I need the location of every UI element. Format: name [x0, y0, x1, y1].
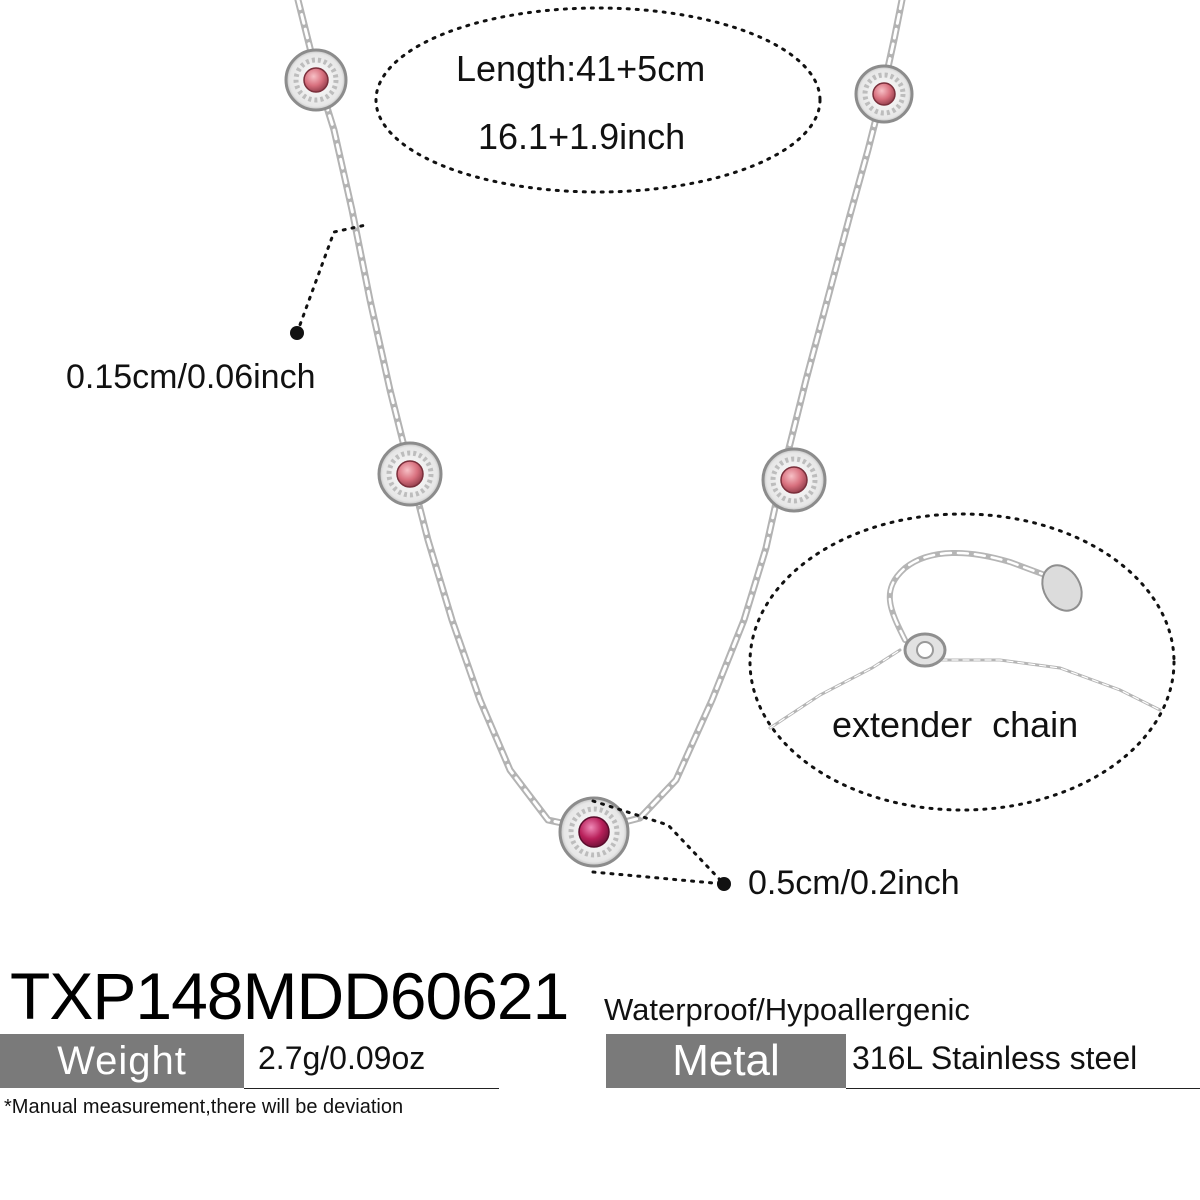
size-leader-dot — [717, 877, 731, 891]
thickness-leader-line — [295, 223, 368, 335]
charm — [284, 48, 348, 112]
metal-label: Metal — [606, 1034, 846, 1088]
charm-size-label: 0.5cm/0.2inch — [748, 864, 960, 902]
charm-center — [558, 796, 630, 868]
size-leader-line-top — [591, 799, 726, 886]
weight-value: 2.7g/0.09oz — [258, 1040, 426, 1076]
measurement-note: *Manual measurement,there will be deviat… — [4, 1096, 404, 1118]
product-sku: TXP148MDD60621 — [10, 959, 569, 1033]
extender-chain-detail — [768, 549, 1162, 730]
extender-callout-ellipse — [748, 512, 1176, 812]
charm — [377, 441, 443, 507]
product-features: Waterproof/Hypoallergenic — [604, 992, 970, 1027]
charm — [761, 447, 827, 513]
length-inch-label: 16.1+1.9inch — [478, 116, 686, 157]
size-leader-line-bottom — [591, 870, 726, 886]
charm — [854, 64, 914, 124]
thickness-leader-dot — [290, 326, 304, 340]
chain-thickness-label: 0.15cm/0.06inch — [66, 358, 316, 396]
annotation-guides — [295, 6, 1176, 886]
weight-underline — [244, 1088, 499, 1089]
length-cm-label: Length:41+5cm — [456, 48, 706, 89]
length-callout-ellipse — [374, 6, 822, 194]
metal-value: 316L Stainless steel — [852, 1040, 1138, 1076]
weight-label: Weight — [0, 1034, 244, 1088]
extender-chain-label: extender chain — [832, 704, 1079, 745]
metal-underline — [846, 1088, 1200, 1089]
